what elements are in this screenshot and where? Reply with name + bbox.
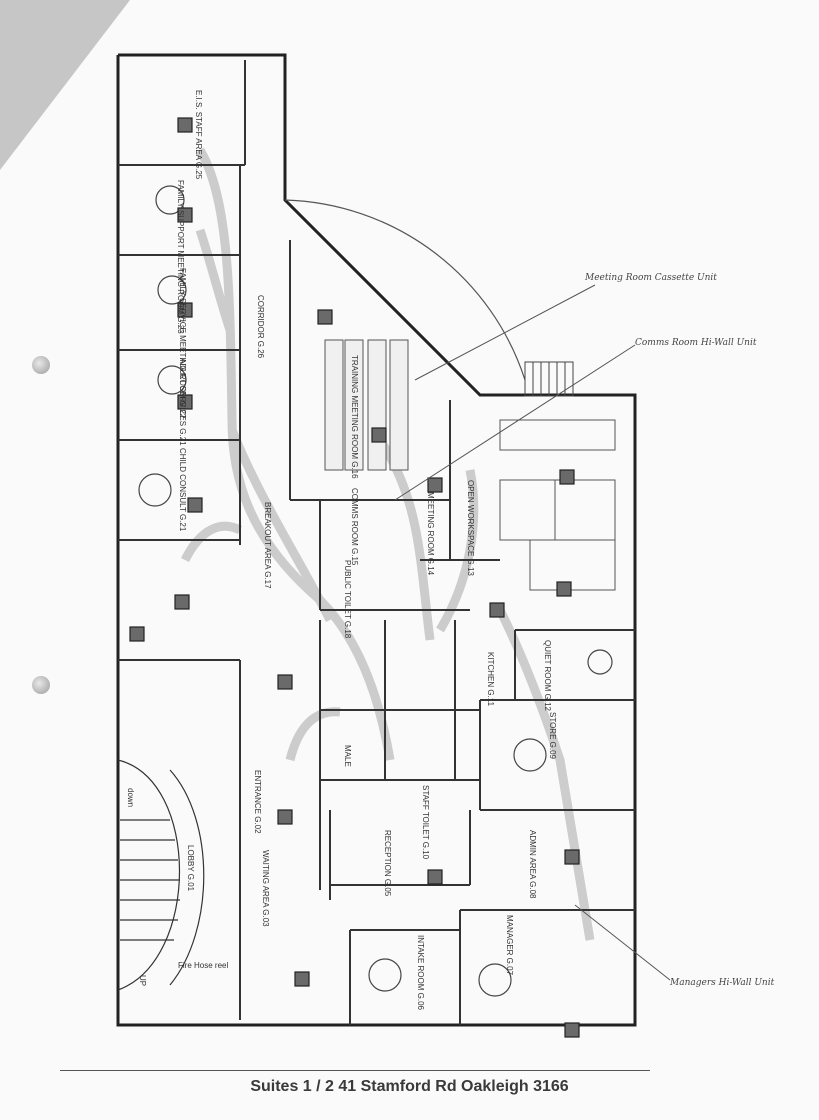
label-staff-toilet: STAFF TOILET G.10 bbox=[421, 785, 430, 860]
label-quiet-room: QUIET ROOM G.12 bbox=[543, 640, 552, 712]
label-admin: ADMIN AREA G.08 bbox=[528, 830, 537, 899]
punch-hole-bottom bbox=[32, 676, 50, 694]
label-open-workspace: OPEN WORKSPACE G.13 bbox=[466, 480, 475, 576]
external-stairs bbox=[524, 361, 574, 397]
interior-walls bbox=[118, 60, 635, 1025]
label-meeting: MEETING ROOM G.14 bbox=[426, 492, 435, 576]
scan-corner-shadow bbox=[0, 0, 130, 170]
workstations bbox=[499, 419, 616, 591]
label-reception: RECEPTION G.05 bbox=[383, 830, 392, 897]
label-adult-services: ADULT SERVICES G.21 bbox=[178, 358, 187, 446]
label-manager: MANAGER G.07 bbox=[505, 915, 514, 976]
label-entrance: ENTRANCE G.02 bbox=[253, 770, 262, 834]
label-male: MALE bbox=[343, 745, 352, 767]
label-stair-up: UP bbox=[138, 975, 147, 986]
label-store: STORE G.09 bbox=[548, 712, 557, 760]
note-fire-hose: Fire Hose reel bbox=[178, 961, 228, 970]
punch-hole-top bbox=[32, 356, 50, 374]
label-kitchen: KITCHEN G.11 bbox=[486, 652, 495, 707]
floor-plan: E.I.S. STAFF AREA G.25 CORRIDOR G.26 FAM… bbox=[0, 0, 775, 1038]
ductwork bbox=[180, 147, 595, 941]
label-corridor: CORRIDOR G.26 bbox=[256, 295, 265, 359]
round-tables bbox=[138, 185, 613, 997]
handwritten-notes: Meeting Room Cassette Unit Comms Room Hi… bbox=[178, 273, 775, 988]
label-eis-staff: E.I.S. STAFF AREA G.25 bbox=[194, 90, 203, 180]
note-meeting-room: Meeting Room Cassette Unit bbox=[584, 273, 717, 283]
label-breakout: BREAKOUT AREA G.17 bbox=[263, 502, 272, 589]
plan-caption: Suites 1 / 2 41 Stamford Rd Oakleigh 316… bbox=[250, 1078, 569, 1095]
label-stair-down: down bbox=[126, 788, 135, 807]
label-public-toilet: PUBLIC TOILET G.18 bbox=[343, 560, 352, 639]
label-family-service: FAMILY SERVICE MEETING ROOM G.22 bbox=[178, 268, 187, 419]
training-tables bbox=[324, 339, 409, 471]
ac-units bbox=[129, 117, 580, 1038]
label-lobby: LOBBY G.01 bbox=[186, 845, 195, 892]
label-waiting: WAITING AREA G.03 bbox=[261, 850, 270, 927]
note-comms-room: Comms Room Hi-Wall Unit bbox=[635, 338, 757, 348]
caption-divider bbox=[60, 1070, 650, 1071]
label-training: TRAINING MEETING ROOM G.16 bbox=[350, 355, 359, 479]
label-intake: INTAKE ROOM G.06 bbox=[416, 935, 425, 1011]
label-comms: COMMS ROOM G.15 bbox=[350, 488, 359, 566]
label-family-support: FAMILY SUPPORT MEETING ROOM G.23 bbox=[176, 180, 185, 334]
room-labels: E.I.S. STAFF AREA G.25 CORRIDOR G.26 FAM… bbox=[126, 90, 557, 1011]
leader-lines bbox=[394, 284, 671, 981]
large-door-swing bbox=[284, 199, 526, 381]
note-managers: Managers Hi-Wall Unit bbox=[669, 978, 775, 988]
label-child-consult: CHILD CONSULT G.21 bbox=[178, 448, 187, 532]
lobby-stair bbox=[117, 759, 205, 991]
